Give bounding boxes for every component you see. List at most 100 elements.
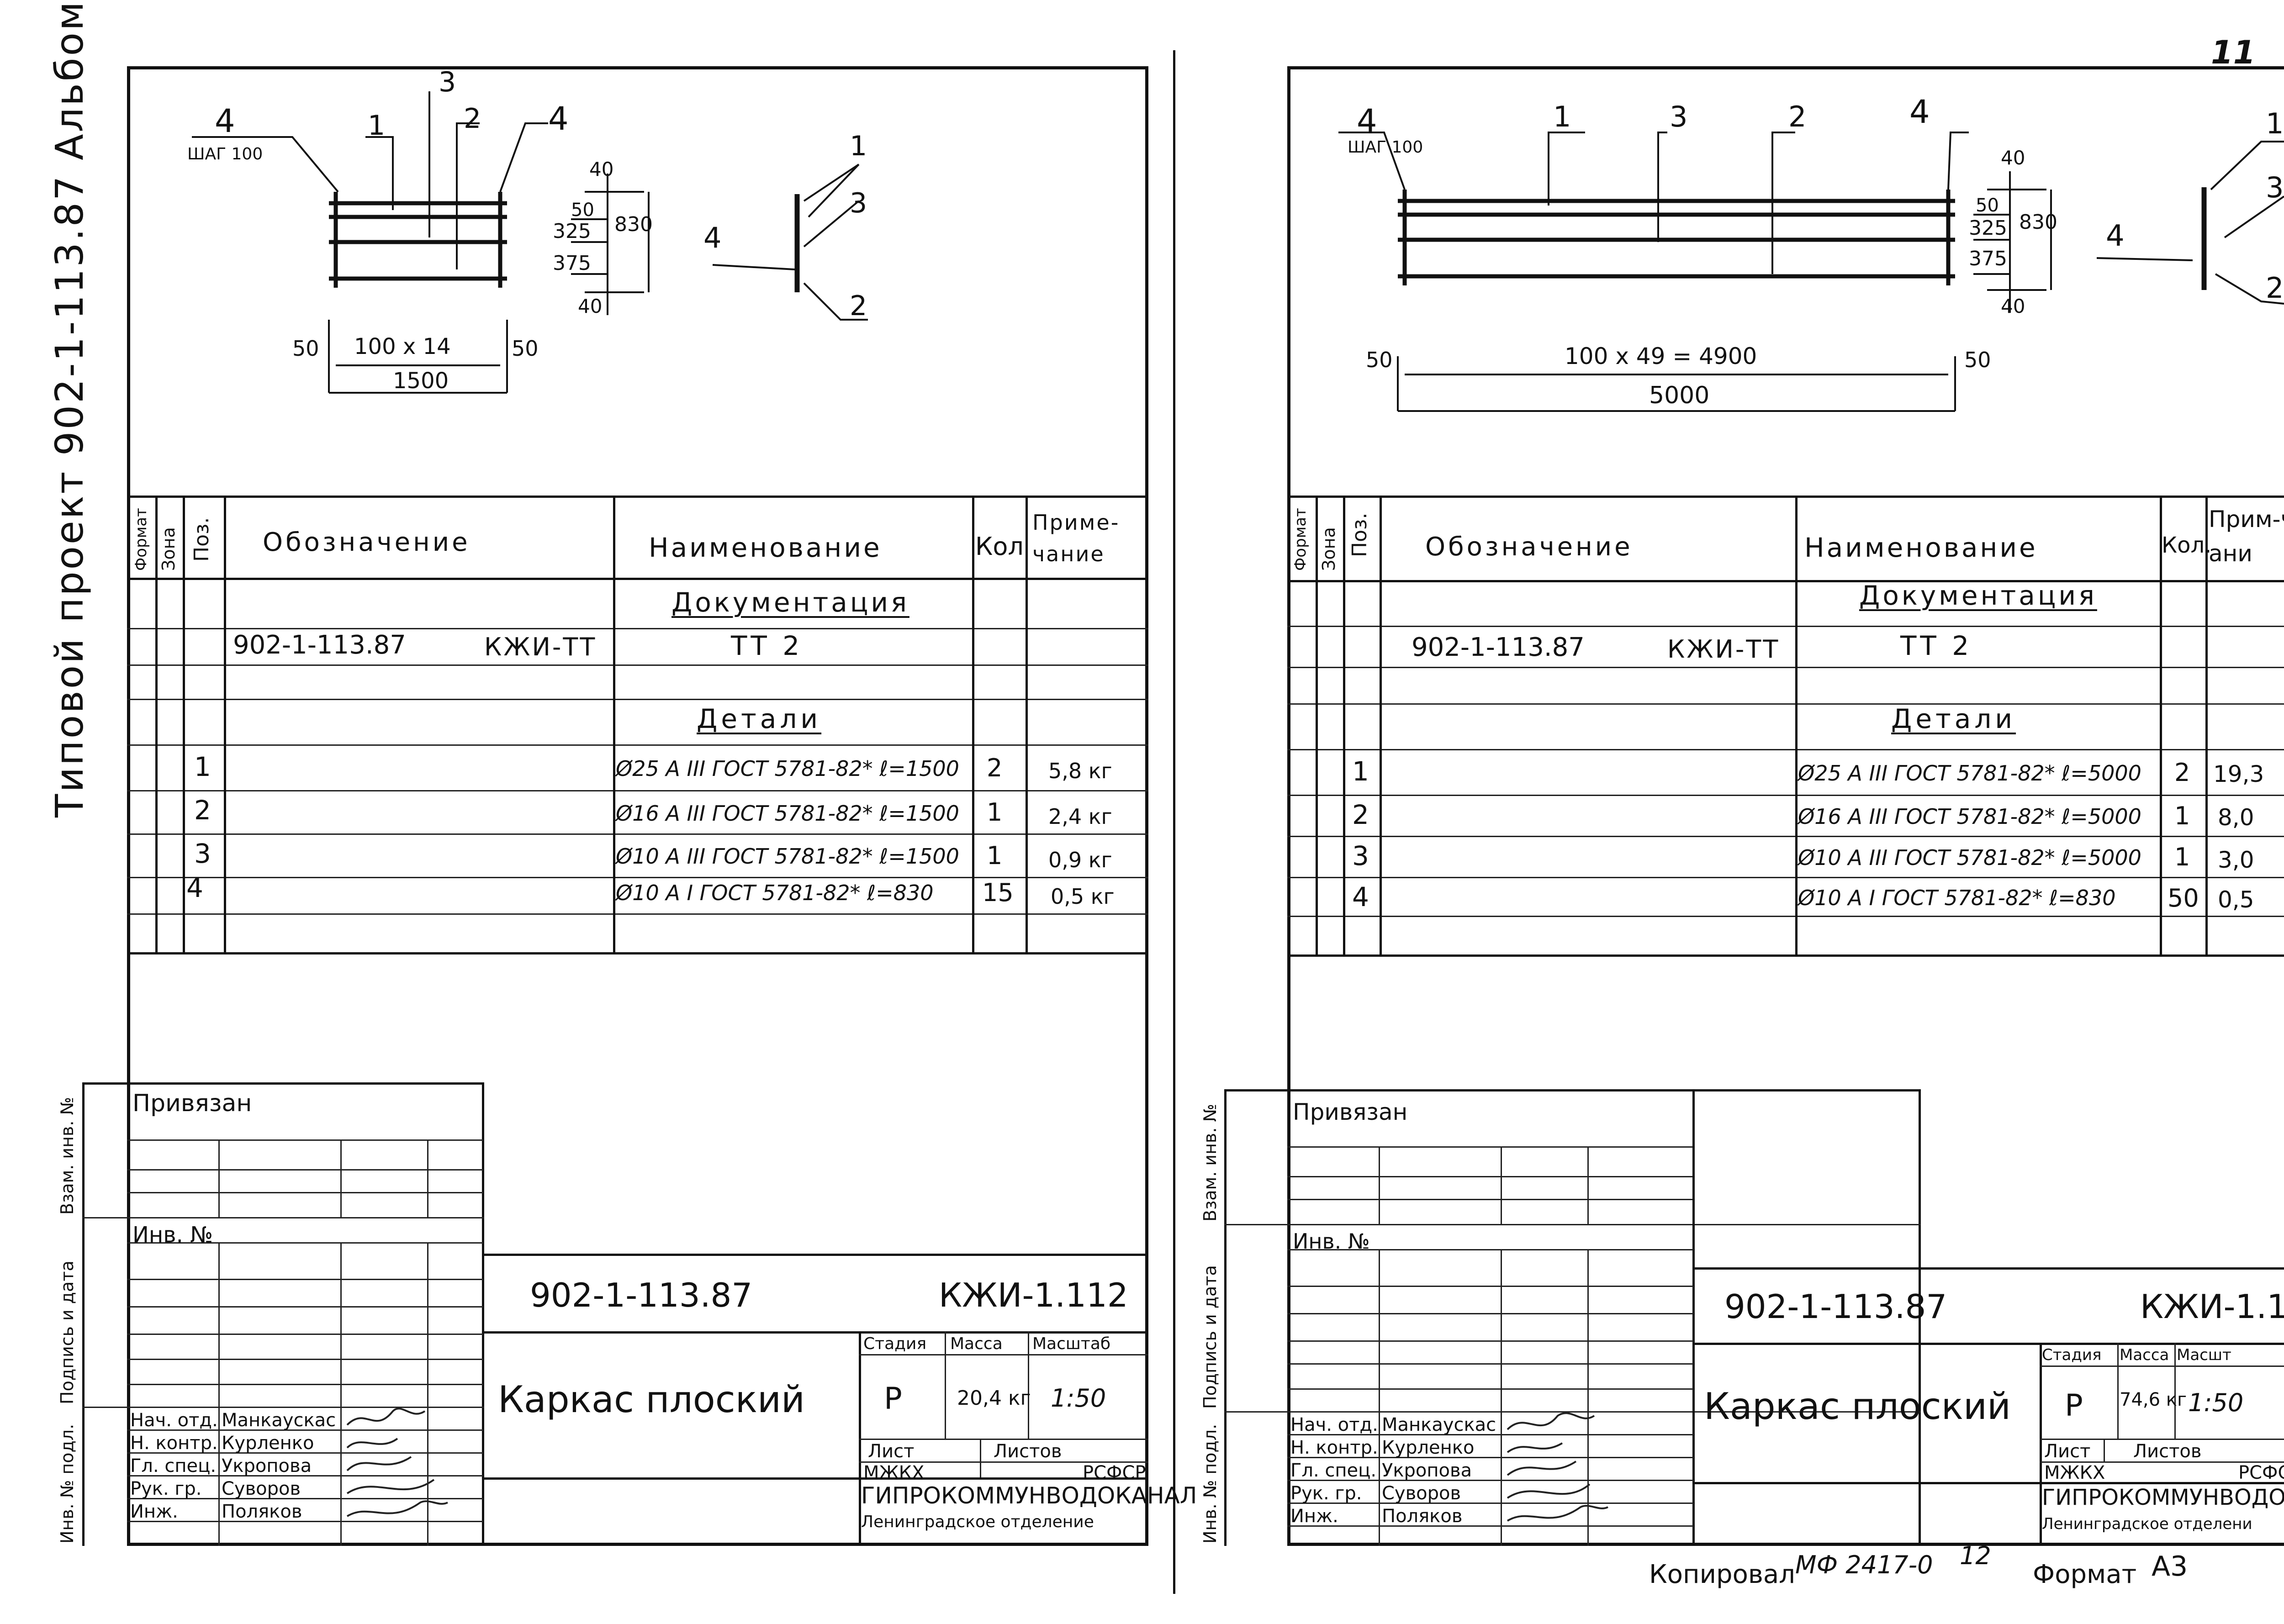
page-number: 11 [2211,34,2256,71]
copy-stamp-label: Копировал [1649,1560,1795,1589]
section-documentation: Документация [1859,580,2097,611]
dim-375: 375 [1969,247,2007,270]
pos-label-4b: 4 [1909,93,1930,131]
staff-name: Манкаускас [1382,1414,1496,1435]
step-label: ШАГ 100 [187,145,263,163]
hdr-name: Наименование [1804,532,2038,563]
mass-label: Масса [2120,1346,2169,1364]
row-qty: 1 [2174,843,2190,871]
org-institute: ГИПРОКОММУНВОДОКАНАЛ [861,1482,1197,1509]
row-qty: 15 [982,878,1014,907]
stage-value: Р [2065,1388,2083,1423]
mass-value: 20,4 кг [957,1387,1031,1410]
hdr-zone: Зона [1319,527,1339,571]
doc-name: ТТ 2 [1900,630,1973,661]
dim-830: 830 [2019,211,2057,234]
row-qty: 1 [987,841,1003,870]
copy-stamp-order: МФ 2417-0 [1795,1550,1933,1579]
privyazan-label: Привязан [132,1090,252,1117]
staff-name: Укропова [1382,1460,1472,1481]
staff-role: Инж. [130,1501,178,1522]
row-name: Ø25 А III ГОСТ 5781-82* ℓ=1500 [616,756,959,781]
sheet-label: Лист [2044,1441,2091,1462]
org-republic: РСФСР [2238,1462,2284,1483]
staff-name: Курленко [1382,1437,1475,1458]
hdr-qty: Кол. [2162,533,2212,558]
dim-375: 375 [553,252,591,275]
pos-label-4b: 4 [548,100,569,137]
side-label-podpis: Подпись и дата [1200,1265,1220,1409]
staff-name: Суворов [1382,1483,1461,1504]
hdr-designation: Обозначение [263,527,471,557]
staff-role: Н. контр. [1290,1437,1378,1458]
dim-end-left: 50 [1366,348,1393,372]
staff-role: Рук. гр. [130,1478,202,1499]
hdr-format: Формат [132,508,150,571]
row-pos: 1 [1352,756,1369,787]
dim-total: 1500 [393,368,449,394]
row-pos: 2 [1352,799,1369,830]
sheet-code: КЖИ-1.11 [2140,1287,2284,1326]
sheet-code: КЖИ-1.112 [939,1276,1128,1314]
side-label-vzam: Взам. инв. № [1200,1103,1220,1222]
section-label-2: 2 [2266,271,2284,305]
dim-end-right: 50 [512,336,539,361]
staff-role: Н. контр. [130,1433,218,1454]
fold-line [1173,50,1175,1594]
spec-top [127,496,1148,498]
staff-role: Гл. спец. [1290,1460,1377,1481]
section-label-2: 2 [850,290,867,322]
scale-label: Масштаб [1032,1334,1111,1353]
sheet-left: 4 ШАГ 100 1 3 2 4 50 325 375 40 40 830 5… [57,66,1197,1546]
dim-pitch: 100 x 49 = 4900 [1565,343,1757,369]
step-label: ШАГ 100 [1348,138,1423,157]
org-ministry: МЖКХ [2044,1462,2105,1483]
dim-50: 50 [1976,195,1999,216]
staff-role: Инж. [1290,1506,1338,1527]
hdr-pos: Поз. [190,517,213,562]
row-qty: 1 [987,798,1003,827]
staff-name: Укропова [222,1455,312,1476]
format-label: Формат [2033,1560,2137,1589]
hdr-format: Формат [1291,508,1310,571]
sheet-frame [127,66,1148,1546]
side-label-inv: Инв. № подл. [57,1424,77,1544]
org-institute: ГИПРОКОММУНВОДОКАН [2042,1485,2284,1510]
hdr-qty: Кол [975,532,1024,561]
row-note: 19,3 [2213,761,2264,787]
row-name: Ø10 А I ГОСТ 5781-82* ℓ=830 [1798,886,2116,910]
staff-name: Суворов [222,1478,301,1499]
dim-total: 5000 [1649,382,1710,409]
dim-end-left: 50 [292,336,319,361]
staff-role: Нач. отд. [130,1410,218,1431]
row-name: Ø10 А I ГОСТ 5781-82* ℓ=830 [616,881,934,905]
dim-40-bottom: 40 [578,295,603,317]
section-label-4: 4 [2106,219,2125,253]
side-label-inv: Инв. № подл. [1200,1424,1220,1544]
dim-50: 50 [571,200,594,221]
row-pos: 3 [1352,840,1369,871]
stage-value: Р [884,1381,902,1416]
side-label-podpis: Подпись и дата [57,1260,77,1404]
sheet-right: 4 ШАГ 100 1 3 2 4 50 325 375 40 40 830 5… [1174,0,2284,1624]
row-note: 8,0 [2218,804,2254,831]
pos-label-2: 2 [1788,100,1807,133]
row-note: 0,5 [2218,886,2254,913]
org-branch: Ленинградское отделение [861,1513,1094,1531]
inv-no-label: Инв. № [1293,1229,1370,1254]
pos-label-3: 3 [1670,100,1688,133]
stage-label: Стадия [863,1334,927,1353]
staff-role: Нач. отд. [1290,1414,1378,1435]
row-qty: 50 [2168,884,2199,912]
drawing-title: Каркас плоский [498,1378,805,1421]
pos-label-1: 1 [368,110,386,142]
privyazan-label: Привязан [1293,1099,1408,1125]
section-parts: Детали [1891,703,2016,734]
row-name: Ø16 А III ГОСТ 5781-82* ℓ=1500 [616,801,959,826]
pos-label-4a: 4 [215,102,235,140]
drawing-title: Каркас плоский [1704,1385,2011,1428]
staff-name: Курленко [222,1433,314,1454]
dim-325: 325 [1969,216,2007,240]
dim-40-top: 40 [2001,147,2025,169]
dim-325: 325 [553,220,591,243]
